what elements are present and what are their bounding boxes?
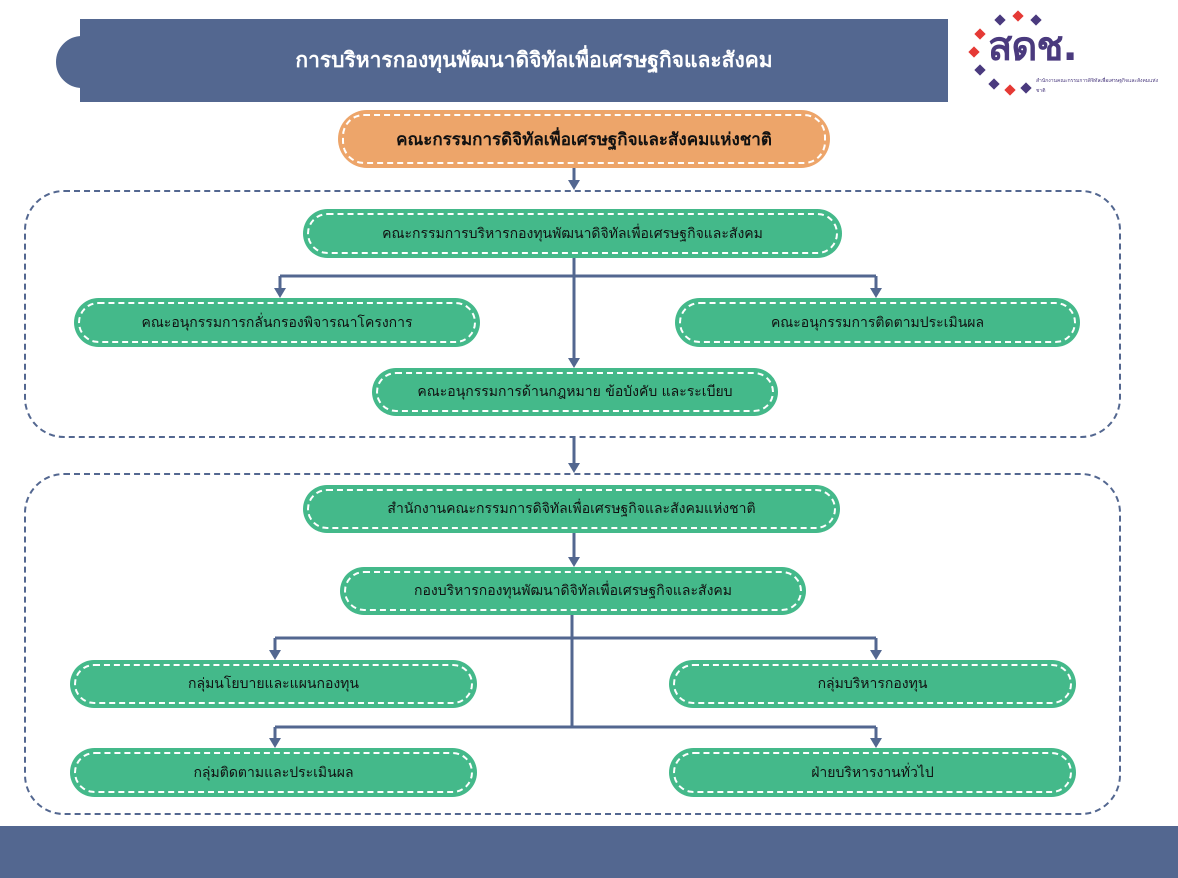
screening-subcommittee-box: คณะอนุกรรมการกลั่นกรองพิจารณาโครงการ <box>74 298 480 347</box>
legal-subcommittee-label: คณะอนุกรรมการด้านกฎหมาย ข้อบังคับ และระเ… <box>417 384 733 400</box>
committee-group <box>24 190 1121 438</box>
admin-group-label: ฝ่ายบริหารงานทั่วไป <box>811 764 934 781</box>
logo: สดช. สำนักงานคณะกรรมการดิจิทัลเพื่อเศรษฐ… <box>960 10 1170 110</box>
monitor-group-box: กลุ่มติดตามและประเมินผล <box>70 748 477 797</box>
fund-group-label: กลุ่มบริหารกองทุน <box>817 676 928 692</box>
office-box: สำนักงานคณะกรรมการดิจิทัลเพื่อเศรษฐกิจแล… <box>303 485 840 533</box>
board-label: คณะกรรมการบริหารกองทุนพัฒนาดิจิทัลเพื่อเ… <box>382 225 763 242</box>
office-group <box>24 473 1121 815</box>
national-committee-box: คณะกรรมการดิจิทัลเพื่อเศรษฐกิจและสังคมแห… <box>338 110 830 168</box>
fund-group-box: กลุ่มบริหารกองทุน <box>669 660 1076 708</box>
legal-subcommittee-box: คณะอนุกรรมการด้านกฎหมาย ข้อบังคับ และระเ… <box>372 368 778 416</box>
national-committee-label: คณะกรรมการดิจิทัลเพื่อเศรษฐกิจและสังคมแห… <box>396 129 772 150</box>
policy-group-box: กลุ่มนโยบายและแผนกองทุน <box>70 660 477 708</box>
board-box: คณะกรรมการบริหารกองทุนพัฒนาดิจิทัลเพื่อเ… <box>303 209 842 258</box>
admin-group-box: ฝ่ายบริหารงานทั่วไป <box>669 748 1076 797</box>
division-box: กองบริหารกองทุนพัฒนาดิจิทัลเพื่อเศรษฐกิจ… <box>340 567 806 615</box>
logo-mark: สดช. <box>988 24 1078 70</box>
evaluation-subcommittee-label: คณะอนุกรรมการติดตามประเมินผล <box>770 314 985 331</box>
screening-subcommittee-label: คณะอนุกรรมการกลั่นกรองพิจารณาโครงการ <box>141 314 413 331</box>
office-label: สำนักงานคณะกรรมการดิจิทัลเพื่อเศรษฐกิจแล… <box>387 501 756 517</box>
division-label: กองบริหารกองทุนพัฒนาดิจิทัลเพื่อเศรษฐกิจ… <box>413 583 732 599</box>
monitor-group-label: กลุ่มติดตามและประเมินผล <box>193 764 354 781</box>
page-title: การบริหารกองทุนพัฒนาดิจิทัลเพื่อเศรษฐกิจ… <box>80 19 948 102</box>
evaluation-subcommittee-box: คณะอนุกรรมการติดตามประเมินผล <box>675 298 1080 347</box>
footer-bar <box>0 826 1178 878</box>
logo-subtitle: สำนักงานคณะกรรมการดิจิทัลเพื่อเศรษฐกิจแล… <box>1036 78 1159 94</box>
policy-group-label: กลุ่มนโยบายและแผนกองทุน <box>188 676 359 692</box>
